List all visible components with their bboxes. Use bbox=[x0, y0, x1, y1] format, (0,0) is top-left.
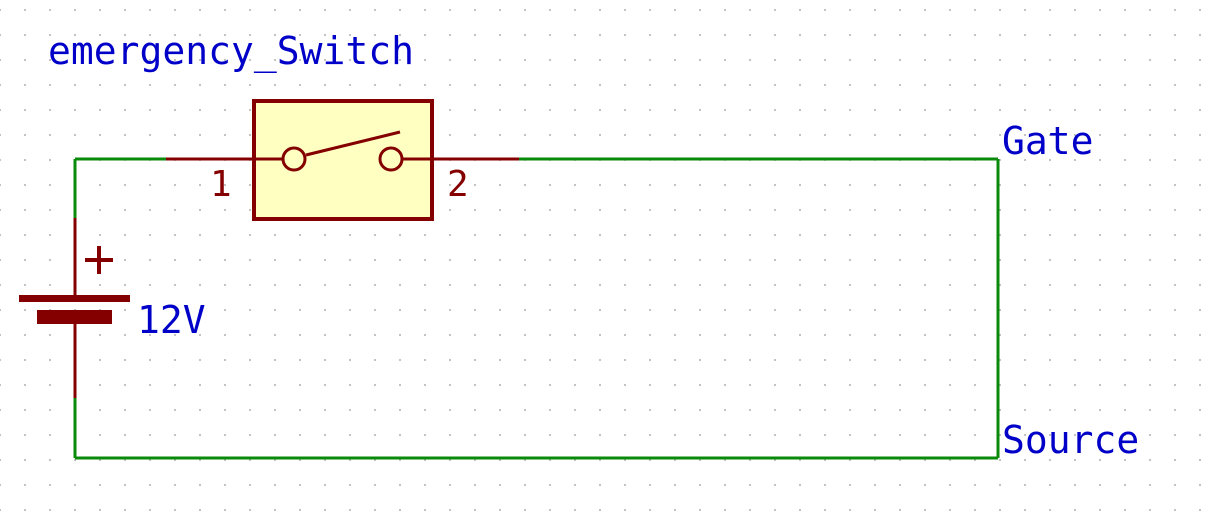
switch-lever bbox=[305, 130, 401, 157]
wires bbox=[73, 157, 1000, 460]
switch-pin2-label: 2 bbox=[447, 164, 469, 205]
battery-positive-plate bbox=[19, 295, 130, 302]
switch-pin1-label: 1 bbox=[210, 164, 232, 205]
emergency-switch-symbol[interactable] bbox=[166, 99, 519, 221]
battery-negative-plate bbox=[37, 310, 112, 324]
battery-value-label: 12V bbox=[137, 298, 206, 342]
net-label-gate[interactable]: Gate bbox=[1002, 119, 1094, 163]
battery-plus-sign bbox=[85, 246, 113, 274]
switch-ref-label: emergency_Switch bbox=[48, 29, 414, 74]
switch-contact-1 bbox=[281, 146, 307, 172]
net-label-source[interactable]: Source bbox=[1002, 418, 1139, 462]
switch-contact-2 bbox=[378, 146, 404, 172]
battery-symbol[interactable] bbox=[19, 218, 130, 398]
grid-dots bbox=[0, 9, 1201, 511]
